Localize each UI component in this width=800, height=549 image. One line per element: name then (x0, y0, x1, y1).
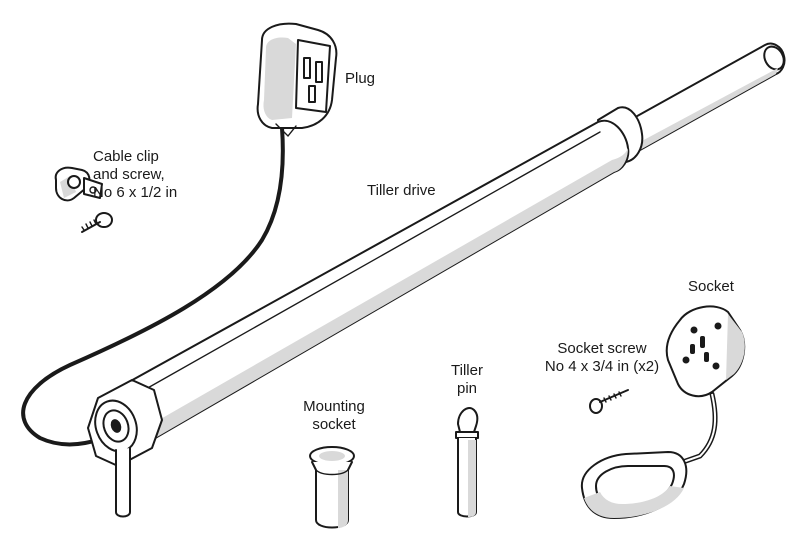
tiller-pin-illustration (455, 406, 479, 518)
socket-screw-label-line-1: Socket screw (557, 340, 647, 357)
tiller-drive-label: Tiller drive (367, 182, 436, 199)
plug-illustration (256, 22, 338, 138)
tiller-drive-illustration (87, 42, 786, 518)
cable-clip-screw-illustration (81, 212, 113, 233)
mounting-socket-label-line-2: socket (312, 416, 356, 433)
mounting-socket-label: Mounting socket (292, 398, 376, 434)
plug-label: Plug (345, 70, 376, 87)
cable-clip-label-line-3: No 6 x 1/2 in (93, 184, 178, 201)
socket-illustration (580, 305, 746, 519)
cable-clip-illustration (54, 166, 103, 202)
socket-screw-illustration (589, 389, 629, 414)
socket-screw-label: Socket screw No 4 x 3/4 in (x2) (522, 340, 682, 376)
socket-screw-label-line-2: No 4 x 3/4 in (x2) (544, 358, 660, 375)
tiller-pin-label-line-2: pin (456, 380, 478, 397)
mounting-socket-illustration (309, 446, 355, 529)
cable-clip-label: Cable clip and screw, No 6 x 1/2 in (93, 148, 177, 202)
power-cable (21, 126, 285, 447)
cable-clip-label-line-2: and screw, (93, 166, 165, 183)
cable-clip-label-line-1: Cable clip (93, 148, 159, 165)
tiller-pin-label: Tiller pin (437, 362, 497, 398)
mounting-socket-label-line-1: Mounting (303, 398, 365, 415)
socket-label: Socket (688, 278, 734, 295)
tiller-pin-label-line-1: Tiller (451, 362, 483, 379)
